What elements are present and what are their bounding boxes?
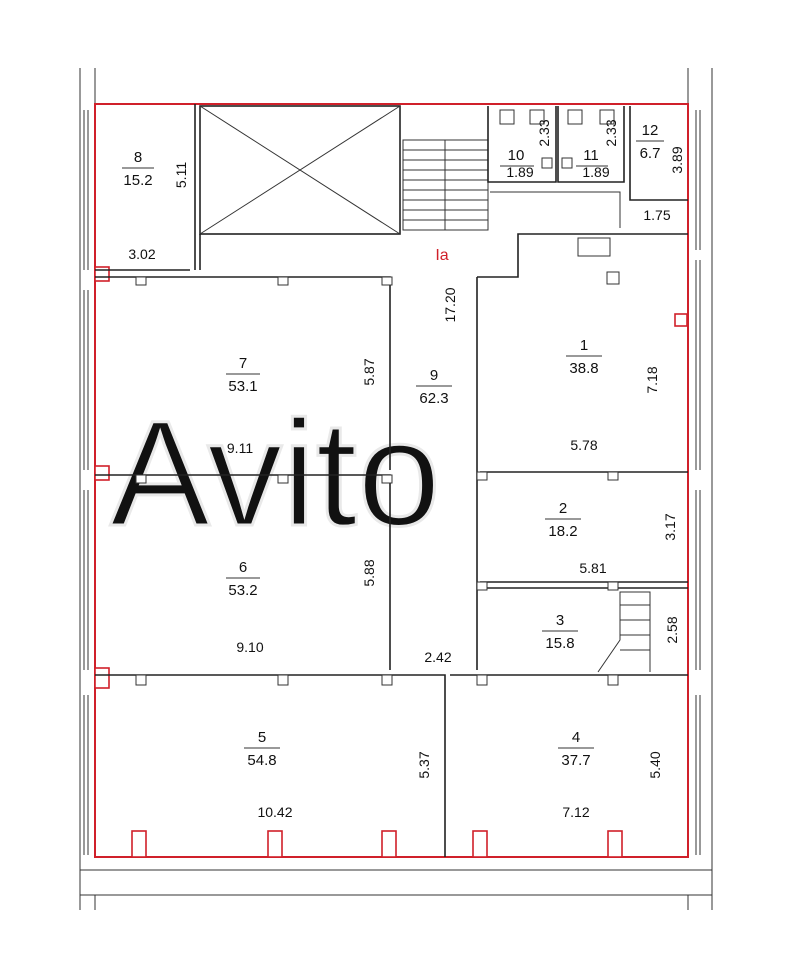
dimension-labels: 5.11 3.02 17.20 5.87 9.11 5.88 9.10 2.42… (128, 119, 685, 820)
dim-3-89: 3.89 (669, 146, 685, 173)
room-number: 7 (239, 355, 247, 372)
dim-1-89-b: 1.89 (582, 164, 609, 180)
watermark: Avito (110, 389, 441, 557)
room-area: 38.8 (569, 360, 598, 377)
dim-5-88: 5.88 (361, 559, 377, 586)
room-area: 53.2 (228, 582, 257, 599)
dim-2-58: 2.58 (664, 616, 680, 643)
dim-9-10: 9.10 (236, 639, 263, 655)
room-area: 54.8 (247, 752, 276, 769)
room-area: 18.2 (548, 523, 577, 540)
room-2-label: 2 18.2 (545, 500, 581, 540)
dim-10-42: 10.42 (257, 804, 292, 820)
room-number: 2 (559, 500, 567, 517)
room-number: 4 (572, 729, 580, 746)
room-1-label: 1 38.8 (566, 337, 602, 377)
room-area: 15.2 (123, 172, 152, 189)
room-11-label: 11 (576, 147, 608, 167)
dim-5-81: 5.81 (579, 560, 606, 576)
room-8-label: 8 15.2 (122, 149, 154, 189)
outer-frame (79, 68, 713, 910)
room-12-label: 12 6.7 (636, 122, 664, 162)
dim-1-89-a: 1.89 (506, 164, 533, 180)
room-labels: 8 15.2 7 53.1 9 62.3 1 38.8 6 53.2 2 18.… (122, 122, 664, 769)
room-4-label: 4 37.7 (558, 729, 594, 769)
room-number: 8 (134, 149, 142, 166)
dim-5-87: 5.87 (361, 358, 377, 385)
dim-1-75: 1.75 (643, 207, 670, 223)
columns (135, 276, 619, 686)
room-9-label: 9 62.3 (416, 367, 452, 407)
dim-17-20: 17.20 (442, 287, 458, 322)
room-area: 53.1 (228, 378, 257, 395)
room-area: 62.3 (419, 390, 448, 407)
room-10-label: 10 (500, 147, 534, 167)
room-5-label: 5 54.8 (244, 729, 280, 769)
room-number: 9 (430, 367, 438, 384)
dim-5-11: 5.11 (173, 162, 189, 188)
room-area: 15.8 (545, 635, 574, 652)
room-area: 37.7 (561, 752, 590, 769)
room-3-label: 3 15.8 (542, 612, 578, 652)
room-number: 3 (556, 612, 564, 629)
room-number: 12 (642, 122, 659, 139)
room-number: 5 (258, 729, 266, 746)
corridor-label: Ia (435, 247, 448, 264)
dim-5-37: 5.37 (416, 751, 432, 778)
dim-5-78: 5.78 (570, 437, 597, 453)
room-number: 6 (239, 559, 247, 576)
dim-7-18: 7.18 (644, 366, 660, 393)
dim-2-33-b: 2.33 (603, 119, 619, 146)
dim-2-42: 2.42 (424, 649, 451, 665)
room-6-label: 6 53.2 (226, 559, 260, 599)
dim-2-33-a: 2.33 (536, 119, 552, 146)
dim-3-02: 3.02 (128, 246, 155, 262)
room-number: 1 (580, 337, 588, 354)
room-number: 11 (583, 147, 599, 164)
room-area: 6.7 (640, 145, 661, 162)
dim-7-12: 7.12 (562, 804, 589, 820)
room-7-label: 7 53.1 (226, 355, 260, 395)
dim-3-17: 3.17 (662, 513, 678, 540)
dim-9-11: 9.11 (227, 440, 253, 456)
room-number: 10 (508, 147, 525, 164)
dim-5-40: 5.40 (647, 751, 663, 778)
